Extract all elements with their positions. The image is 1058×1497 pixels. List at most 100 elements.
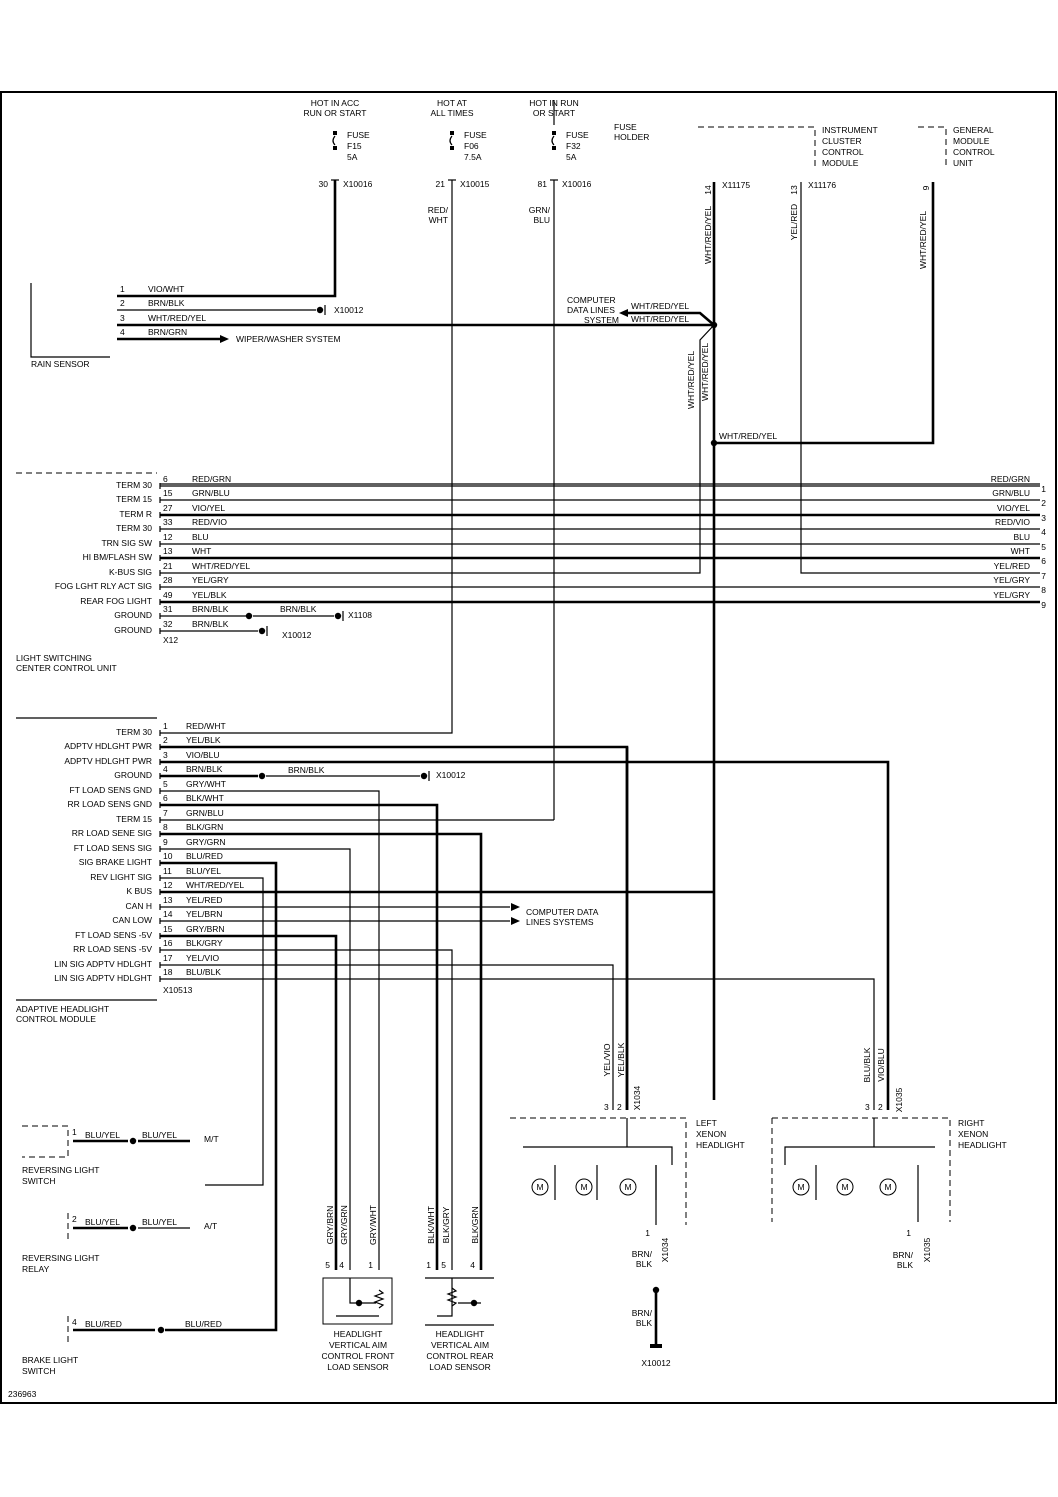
power-source-label: HOT IN ACC bbox=[311, 98, 360, 108]
instrument-cluster-outline bbox=[698, 126, 816, 168]
wire-color: RED/VIO bbox=[192, 517, 227, 527]
wire-color: YEL/VIO bbox=[186, 953, 219, 963]
wire-color: WHT/RED/YEL bbox=[700, 343, 710, 401]
connector-id: X1034 bbox=[660, 1237, 670, 1262]
destination-label: WIPER/WASHER SYSTEM bbox=[236, 334, 341, 344]
light-switching-label: CENTER CONTROL UNIT bbox=[16, 663, 117, 673]
splice-dot bbox=[129, 1224, 137, 1232]
motor-icon bbox=[879, 1178, 897, 1196]
power-source-label: HOT AT bbox=[437, 98, 467, 108]
motor-label: M bbox=[536, 1182, 543, 1192]
reversing-switch-outline bbox=[22, 1125, 69, 1158]
motor-label: M bbox=[797, 1182, 804, 1192]
wire-color: YEL/BLK bbox=[616, 1042, 626, 1077]
light-switch-pin-label: FOG LGHT RLY ACT SIG bbox=[55, 581, 152, 591]
pin-number: 18 bbox=[163, 967, 173, 977]
pin-number: 1 bbox=[72, 1127, 77, 1137]
reversing-relay-label: RELAY bbox=[22, 1264, 50, 1274]
fuse-rating: 5A bbox=[347, 152, 358, 162]
motor-icon bbox=[575, 1178, 593, 1196]
wire-blk-grn bbox=[160, 832, 483, 1270]
wire-color: WHT/RED/YEL bbox=[186, 880, 244, 890]
wire-color: BLU bbox=[533, 215, 550, 225]
right-headlight-label: HEADLIGHT bbox=[958, 1140, 1007, 1150]
pin-number: 3 bbox=[604, 1102, 609, 1112]
pin-number: 7 bbox=[1041, 571, 1046, 581]
general-module-label: UNIT bbox=[953, 158, 973, 168]
wire-color: BLK/GRY bbox=[441, 1206, 451, 1243]
wire-color: YEL/RED bbox=[789, 204, 799, 240]
fuse-terminal bbox=[552, 131, 556, 135]
instrument-cluster-label: CONTROL bbox=[822, 147, 864, 157]
arrow-icon bbox=[511, 903, 520, 911]
wire-gry-wht bbox=[160, 790, 380, 1270]
wire-color: VIO/YEL bbox=[997, 503, 1030, 513]
instrument-cluster-label: MODULE bbox=[822, 158, 859, 168]
fuse-holder-label: HOLDER bbox=[614, 132, 649, 142]
wire-color: WHT/RED/YEL bbox=[148, 313, 206, 323]
fuse-icon bbox=[551, 135, 555, 146]
light-switch-pin-label: TERM 30 bbox=[116, 480, 152, 490]
fuse-id: F15 bbox=[347, 141, 362, 151]
motor-label: M bbox=[624, 1182, 631, 1192]
pin-number: 4 bbox=[470, 1260, 475, 1270]
light-switch-pin-label: GROUND bbox=[114, 625, 152, 635]
wire-color: YEL/GRY bbox=[993, 590, 1030, 600]
pin-number: 13 bbox=[163, 895, 173, 905]
wire-color: GRY/BRN bbox=[186, 924, 225, 934]
pin-number: 4 bbox=[120, 327, 125, 337]
adaptive-pin-label: SIG BRAKE LIGHT bbox=[79, 857, 152, 867]
connector-id: X10513 bbox=[163, 985, 193, 995]
light-switch-pin-label: TERM 15 bbox=[116, 494, 152, 504]
wire-color: BLK/WHT bbox=[186, 793, 224, 803]
pin-number: 12 bbox=[163, 532, 173, 542]
adaptive-pin-label: RR LOAD SENE SIG bbox=[72, 828, 152, 838]
pin-number: 4 bbox=[163, 764, 168, 774]
wire-yel-red bbox=[800, 182, 1040, 574]
arrow-icon bbox=[619, 309, 628, 317]
pin-number: 2 bbox=[1041, 498, 1046, 508]
pin-number: 1 bbox=[645, 1228, 650, 1238]
computer-data-label: COMPUTER bbox=[567, 295, 616, 305]
wire-color: WHT bbox=[192, 546, 211, 556]
adaptive-module-label: ADAPTIVE HEADLIGHT bbox=[16, 1004, 109, 1014]
wire-color: YEL/GRY bbox=[192, 575, 229, 585]
wire-color: BLU/BLK bbox=[862, 1047, 872, 1082]
pin-number: 33 bbox=[163, 517, 173, 527]
transmission-label: M/T bbox=[204, 1134, 219, 1144]
adaptive-pin-label: TERM 15 bbox=[116, 814, 152, 824]
fuse-terminal bbox=[333, 146, 337, 150]
wire-color: BRN/ bbox=[632, 1249, 653, 1259]
pin-number: 3 bbox=[1041, 513, 1046, 523]
pin-number: 1 bbox=[426, 1260, 431, 1270]
wire-color: BRN/BLK bbox=[192, 619, 229, 629]
wire-color: BLU/RED bbox=[186, 851, 223, 861]
wire bbox=[437, 1278, 453, 1317]
fuse-icon bbox=[332, 135, 336, 146]
adaptive-pin-label: GROUND bbox=[114, 770, 152, 780]
splice-dot bbox=[258, 772, 266, 780]
pin-number: 9 bbox=[1041, 600, 1046, 610]
adaptive-module-label: CONTROL MODULE bbox=[16, 1014, 96, 1024]
wire-color: BRN/ bbox=[632, 1308, 653, 1318]
rear-sensor-label: VERTICAL AIM bbox=[431, 1340, 489, 1350]
pin-number: 4 bbox=[1041, 527, 1046, 537]
adaptive-pin-label: K BUS bbox=[126, 886, 152, 896]
wire-color: GRY/GRN bbox=[186, 837, 226, 847]
pin-number: 13 bbox=[163, 546, 173, 556]
connector-id: X1035 bbox=[922, 1237, 932, 1262]
pin-number: 4 bbox=[339, 1260, 344, 1270]
potentiometer-icon bbox=[373, 1289, 385, 1309]
light-switch-pin-label: TRN SIG SW bbox=[101, 538, 152, 548]
can-destination-label: LINES SYSTEMS bbox=[526, 917, 594, 927]
wire-color: BRN/BLK bbox=[288, 765, 325, 775]
pin-number: 5 bbox=[1041, 542, 1046, 552]
wire-wht-red-yel bbox=[160, 324, 715, 574]
wire-blu-yel bbox=[160, 877, 264, 1186]
wire-color: GRY/BRN bbox=[325, 1206, 335, 1245]
wire-color: BLU/RED bbox=[85, 1319, 122, 1329]
wire-gry-grn bbox=[160, 848, 351, 1270]
wire-color: BRN/ bbox=[893, 1250, 914, 1260]
pin-number: 3 bbox=[120, 313, 125, 323]
arrow-icon bbox=[220, 335, 229, 343]
